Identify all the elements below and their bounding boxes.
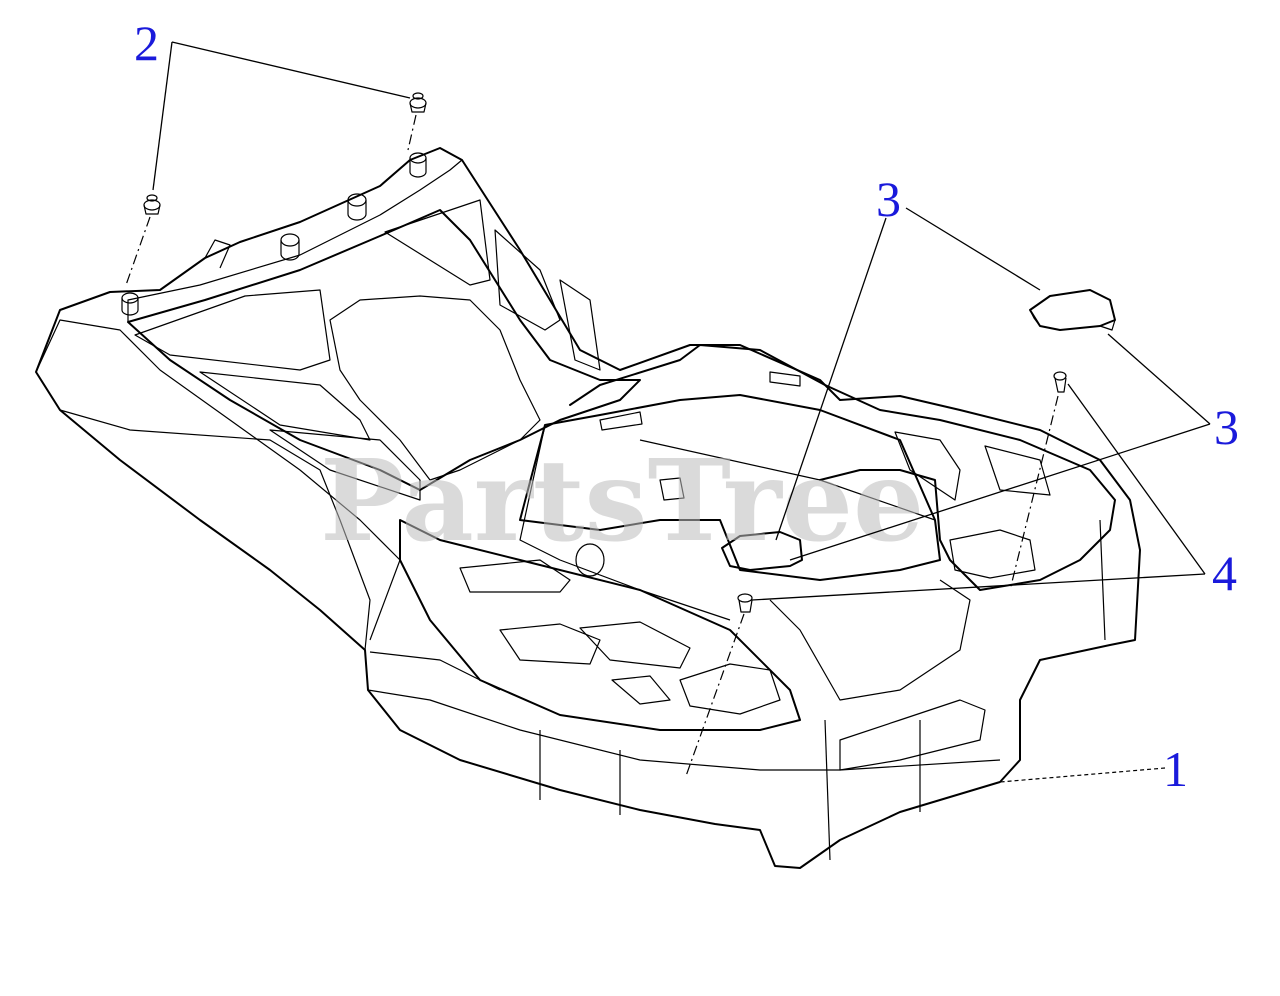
callout-1: 1 (1163, 741, 1188, 797)
seat-well-slot-2 (599, 411, 643, 431)
seat-well-rim (569, 344, 1116, 591)
bodywork-divider-3 (824, 719, 831, 861)
left-wing-lower (59, 409, 371, 651)
leader-lines (152, 41, 1211, 783)
callout-3-upper: 3 (876, 171, 901, 227)
front-pocket (679, 663, 781, 715)
seat-well-wall (519, 424, 731, 621)
front-bracket (204, 239, 231, 269)
callout-2: 2 (134, 15, 159, 71)
rib-2 (494, 229, 561, 331)
mount-pegs (121, 152, 427, 316)
front-top-bar (127, 159, 463, 322)
left-wing-edge (35, 319, 401, 641)
lower-pad-4 (611, 675, 671, 705)
access-cover-upper (1029, 289, 1116, 331)
callout-3-lower: 3 (1214, 399, 1239, 455)
bodywork-band-1 (367, 689, 1001, 771)
callout-4: 4 (1212, 545, 1237, 601)
access-cover-part (721, 289, 1116, 571)
rib-1 (384, 199, 491, 286)
access-cover-installed (721, 531, 803, 571)
screw-center (685, 593, 753, 777)
seat-well-back (639, 439, 936, 521)
floor-pad-1 (134, 289, 331, 371)
callout-numbers: 2 3 3 4 1 (134, 15, 1239, 797)
rib-3 (559, 279, 601, 371)
seat-well-hole (575, 543, 605, 577)
bodywork-band-2 (369, 651, 501, 691)
floor-pad-2 (199, 371, 371, 441)
screw-right (1009, 371, 1067, 591)
seat-well-inner (519, 394, 941, 581)
center-tunnel (329, 295, 541, 481)
rear-floor (399, 519, 801, 731)
right-pocket (949, 529, 1036, 579)
watermark-text: PartsTree (320, 436, 924, 567)
lower-pad-2 (499, 623, 601, 665)
screw-top-right (407, 92, 427, 151)
front-floor-tray (127, 209, 641, 491)
front-bumper (839, 699, 986, 771)
seat-well-slot-3 (769, 371, 801, 387)
seat-well-slot-1 (659, 477, 685, 501)
footrest-step (769, 579, 971, 701)
screw-top-left (125, 194, 161, 286)
lower-pad-3 (579, 621, 691, 669)
floor-pad-3 (269, 429, 421, 501)
right-pad-1 (894, 431, 961, 501)
body-pan-part (35, 147, 1141, 869)
body-pan-outline (35, 147, 1141, 869)
right-pad-2 (984, 445, 1051, 496)
